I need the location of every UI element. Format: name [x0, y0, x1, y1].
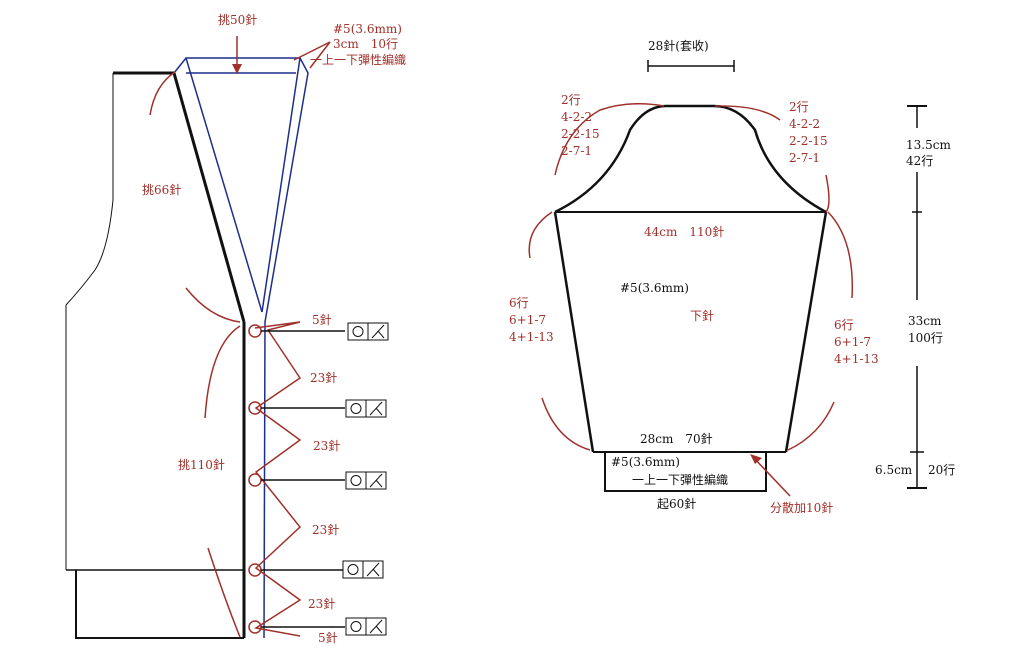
- cap-left-line-3: 2-2-15: [561, 127, 600, 141]
- cap-left-line-2: 4-2-2: [561, 110, 592, 124]
- increase-label: 分散加10針: [770, 500, 833, 515]
- gap-label-3: 23針: [312, 522, 339, 537]
- stitch-direction-label: 下針: [690, 308, 714, 323]
- gap-label-2: 23針: [313, 438, 340, 453]
- band-stitch-label: 一上一下彈性編織: [310, 52, 406, 67]
- side-right-line-3: 4+1-13: [834, 352, 879, 366]
- cast-on-label: 起60針: [657, 496, 696, 511]
- band-size-label: 3cm 10行: [333, 37, 398, 51]
- buttonhole-marker-3: [248, 473, 262, 487]
- cap-height-label: 13.5cm: [906, 138, 951, 152]
- side-left-line-2: 6+1-7: [509, 313, 546, 327]
- cap-left-line-1: 2行: [561, 93, 581, 107]
- cuff-stitch-label: 一上一下彈性編織: [632, 472, 728, 487]
- side-left-line-3: 4+1-13: [509, 330, 554, 344]
- cap-right-line-4: 2-7-1: [789, 151, 820, 165]
- v-neck-pick-label: 挑66針: [142, 182, 181, 197]
- band-needle-label: #5(3.6mm): [333, 22, 402, 36]
- buttonhole-symbol-3: [345, 471, 387, 490]
- collar-pick-label: 挑50針: [218, 12, 257, 27]
- sleeve-needle-label: #5(3.6mm): [620, 281, 689, 295]
- buttonhole-marker-5: [248, 620, 262, 634]
- buttonhole-symbol-1: [347, 322, 389, 341]
- cap-rows-label: 42行: [906, 154, 933, 168]
- cap-right-line-3: 2-2-15: [789, 134, 828, 148]
- cuff-height-label: 6.5cm: [875, 463, 913, 477]
- side-left-line-1: 6行: [509, 296, 529, 310]
- buttonhole-symbol-2: [345, 399, 387, 418]
- top-width-label: 44cm 110針: [644, 224, 724, 239]
- sleeve-schematic: 28針(套收) 2行 4-2-2 2-2-15 2-7-1 2行 4-2-2 2…: [509, 38, 879, 515]
- cuff-needle-label: #5(3.6mm): [611, 455, 680, 469]
- vest-front-schematic: 挑50針 #5(3.6mm) 3cm 10行 一上一下彈性編織 挑66針 挑11…: [65, 12, 406, 645]
- edge-gap-top-label: 5針: [312, 312, 332, 327]
- gap-label-1: 23針: [310, 370, 337, 385]
- body-height-label: 33cm: [908, 314, 942, 328]
- buttonhole-symbol-4: [342, 560, 384, 579]
- bottom-width-label: 28cm 70針: [640, 431, 713, 446]
- cap-right-line-2: 4-2-2: [789, 117, 820, 131]
- edge-gap-bottom-label: 5針: [318, 630, 338, 645]
- front-pick-label: 挑110針: [178, 457, 225, 472]
- buttonhole-symbol-5: [345, 617, 387, 636]
- cap-left-line-4: 2-7-1: [561, 144, 592, 158]
- side-right-line-2: 6+1-7: [834, 335, 871, 349]
- cuff-rows-label: 20行: [928, 463, 955, 477]
- height-dimension-bar: 13.5cm 42行 33cm 100行 6.5cm 20行: [875, 105, 955, 489]
- side-right-line-1: 6行: [834, 318, 854, 332]
- buttonhole-marker-1: [248, 324, 262, 338]
- cast-off-label: 28針(套收): [648, 38, 709, 53]
- gap-label-4: 23針: [308, 596, 335, 611]
- body-rows-label: 100行: [908, 331, 943, 345]
- cap-right-line-1: 2行: [789, 100, 809, 114]
